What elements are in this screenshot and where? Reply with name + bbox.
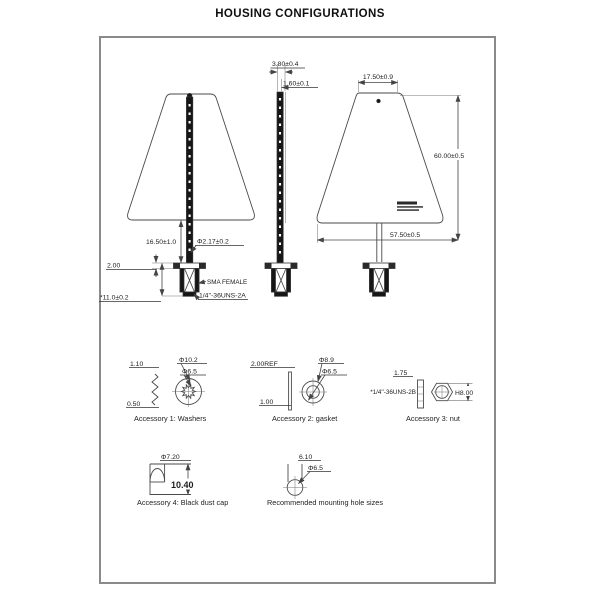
figure-housing-view: 17.50±0.9 60.00±0.5 57.50±0.5 <box>316 74 476 297</box>
dim-gasket-outer-diameter: Φ8.9 <box>319 357 334 364</box>
drawing-border <box>99 36 496 584</box>
dim-connector-height: *11.0±0.2 <box>100 295 129 302</box>
accessory-4-dust-cap: Φ7.20 10.40 Accessory 4: Black dust cap <box>137 454 228 507</box>
accessory-1-caption: Accessory 1: Washers <box>134 414 207 423</box>
dim-nut-length: 1.75 <box>394 370 407 377</box>
housing-outline <box>316 92 444 224</box>
dim-total-thickness: 3.80±0.4 <box>272 61 299 68</box>
sma-connector <box>264 262 298 297</box>
brand-logo-icon <box>397 201 423 211</box>
accessory-2-gasket: 2.00REF 1.00 Φ8.9 Φ6.5 Accessory 2: gask… <box>250 357 347 423</box>
figure-front-view: 16.50±1.0 Φ2.17±0.2 2.00 *11.0±0.2 SMA F… <box>99 92 255 302</box>
dim-cap-diameter: Φ7.20 <box>161 454 180 461</box>
dim-washer-inner-diameter: Φ6.5 <box>182 369 197 376</box>
accessory-1-washers: 1.10 0.50 Φ10.2 Φ6.5 Accessory 1: Washer… <box>126 357 207 423</box>
washer-side-view <box>151 373 159 406</box>
sma-connector <box>173 262 206 297</box>
dim-gasket-thickness-ref: 2.00REF <box>251 361 278 368</box>
sma-connector <box>362 262 396 297</box>
dim-washer-thickness-top: 1.10 <box>130 361 143 368</box>
accessory-3-nut: 1.75 *1/4''-36UNS-2B H8.00 Accessory 3: … <box>370 370 477 423</box>
dimension-lines <box>99 220 248 302</box>
mounting-hole-caption: Recommended mounting hole sizes <box>267 498 383 507</box>
page-title: HOUSING CONFIGURATIONS <box>215 8 385 20</box>
top-hole <box>376 98 381 104</box>
dim-washer-thickness-bottom: 0.50 <box>127 401 140 408</box>
accessory-4-caption: Accessory 4: Black dust cap <box>137 498 228 507</box>
dim-base-width: 57.50±0.5 <box>390 232 420 239</box>
dim-nut-hex-size: H8.00 <box>455 390 473 397</box>
figure-side-view: 3.80±0.4 1.60±0.1 <box>264 61 318 297</box>
label-connector-type: SMA FEMALE <box>207 279 247 286</box>
dim-gasket-thickness: 1.00 <box>260 399 273 406</box>
dim-hole-flat-width: 6.10 <box>299 454 312 461</box>
washer-teeth <box>180 383 197 400</box>
dim-flange-thickness: 2.00 <box>107 263 120 270</box>
accessory-2-caption: Accessory 2: gasket <box>272 414 337 423</box>
accessory-3-caption: Accessory 3: nut <box>406 414 460 423</box>
dim-top-width: 17.50±0.9 <box>363 74 393 81</box>
mounting-hole-drawing: 6.10 Φ6.5 Recommended mounting hole size… <box>267 454 383 507</box>
dim-washer-outer-diameter: Φ10.2 <box>179 357 198 364</box>
dim-hole-diameter: Φ6.5 <box>308 465 323 472</box>
dim-height: 60.00±0.5 <box>434 153 464 160</box>
dim-whip-length: 16.50±1.0 <box>146 239 176 246</box>
dim-gasket-inner-diameter: Φ6.5 <box>322 369 337 376</box>
dimension-lines <box>316 80 461 243</box>
dim-cap-height: 10.40 <box>171 480 194 490</box>
dim-board-thickness: 1.60±0.1 <box>283 81 310 88</box>
gasket-side-view <box>288 371 292 411</box>
dim-thread-spec: 1/4''-36UNS-2A <box>199 293 246 300</box>
dim-whip-diameter: Φ2.17±0.2 <box>197 239 229 246</box>
dim-nut-thread-spec: *1/4''-36UNS-2B <box>370 389 416 396</box>
board-edge <box>276 91 284 264</box>
